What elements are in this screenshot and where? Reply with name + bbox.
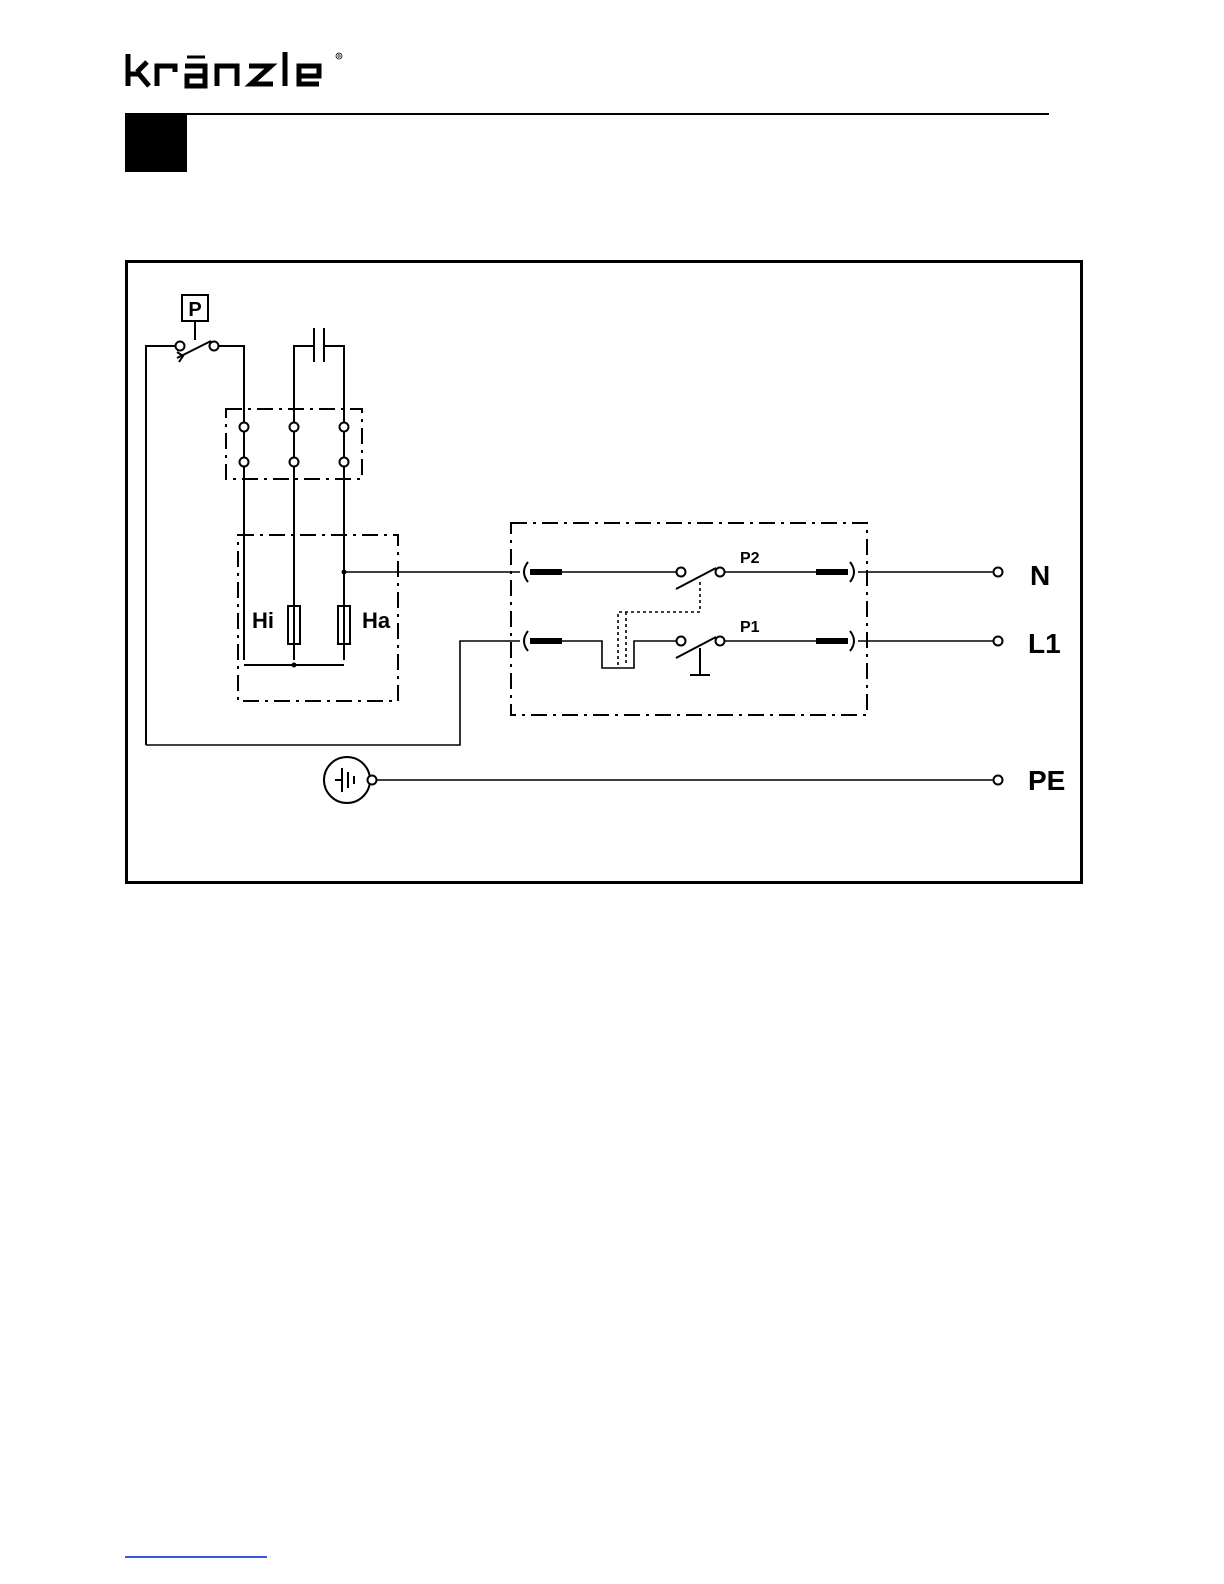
wire-line-motor bbox=[146, 641, 520, 745]
supply-terminal-n bbox=[994, 568, 1003, 577]
pressure-switch: P bbox=[146, 295, 244, 745]
capacitor bbox=[294, 328, 344, 660]
pressure-switch-label: P bbox=[188, 299, 201, 321]
switch-p2-terminal bbox=[716, 568, 725, 577]
registered-mark: ® bbox=[337, 53, 341, 60]
terminal bbox=[240, 458, 249, 467]
switch-p1-terminal bbox=[716, 637, 725, 646]
wire-capacitor-right bbox=[324, 346, 344, 660]
heater-outer-label: Ha bbox=[362, 608, 391, 633]
header-divider bbox=[125, 113, 1049, 115]
supply-terminal-pe bbox=[994, 776, 1003, 785]
earth-connection bbox=[324, 757, 994, 803]
connector-right bbox=[850, 562, 854, 582]
switch-stop bbox=[690, 648, 710, 675]
pressure-switch-terminal bbox=[210, 342, 219, 351]
junction-dot bbox=[292, 663, 297, 668]
terminal-label-n: N bbox=[1030, 560, 1050, 591]
capacitor-plates bbox=[314, 328, 324, 362]
supply-terminal-l1 bbox=[994, 637, 1003, 646]
terminal bbox=[240, 423, 249, 432]
earth-terminal bbox=[368, 776, 377, 785]
terminal-label-l1: L1 bbox=[1028, 628, 1061, 659]
motor-windings: Hi Ha bbox=[244, 570, 391, 668]
switch-p1-label: P1 bbox=[740, 619, 760, 636]
connector-right bbox=[850, 631, 854, 651]
plug-pin bbox=[816, 569, 848, 575]
wiring-diagram: P bbox=[128, 263, 1080, 881]
connector-left bbox=[524, 562, 528, 582]
plug-pin bbox=[816, 638, 848, 644]
main-switch-housing bbox=[511, 523, 867, 715]
footer-link-underline[interactable] bbox=[125, 1556, 267, 1558]
terminal-label-pe: PE bbox=[1028, 765, 1065, 796]
pressure-switch-terminal bbox=[176, 342, 185, 351]
switch-p2-label: P2 bbox=[740, 550, 760, 567]
wire-l1-inner bbox=[562, 641, 676, 668]
terminal bbox=[340, 458, 349, 467]
terminal bbox=[290, 458, 299, 467]
switch-p1-terminal bbox=[677, 637, 686, 646]
plug-pin bbox=[530, 638, 562, 644]
terminal bbox=[340, 423, 349, 432]
connector-left bbox=[524, 631, 528, 651]
main-switch: P2 P1 bbox=[524, 550, 854, 675]
switch-linkage bbox=[618, 582, 700, 666]
kranzle-logo-mark: ® bbox=[125, 48, 350, 92]
wire-capacitor-left bbox=[294, 346, 314, 660]
kranzle-logo: ® bbox=[125, 48, 350, 92]
wire-left-loop bbox=[146, 346, 176, 745]
plug-pin bbox=[530, 569, 562, 575]
earth-ground-icon bbox=[335, 768, 354, 792]
section-marker bbox=[125, 115, 187, 172]
switch-p2-terminal bbox=[677, 568, 686, 577]
heater-inner-label: Hi bbox=[252, 608, 274, 633]
terminal bbox=[290, 423, 299, 432]
wire-motor-feed bbox=[218, 346, 244, 660]
wiring-diagram-frame: P bbox=[125, 260, 1083, 884]
